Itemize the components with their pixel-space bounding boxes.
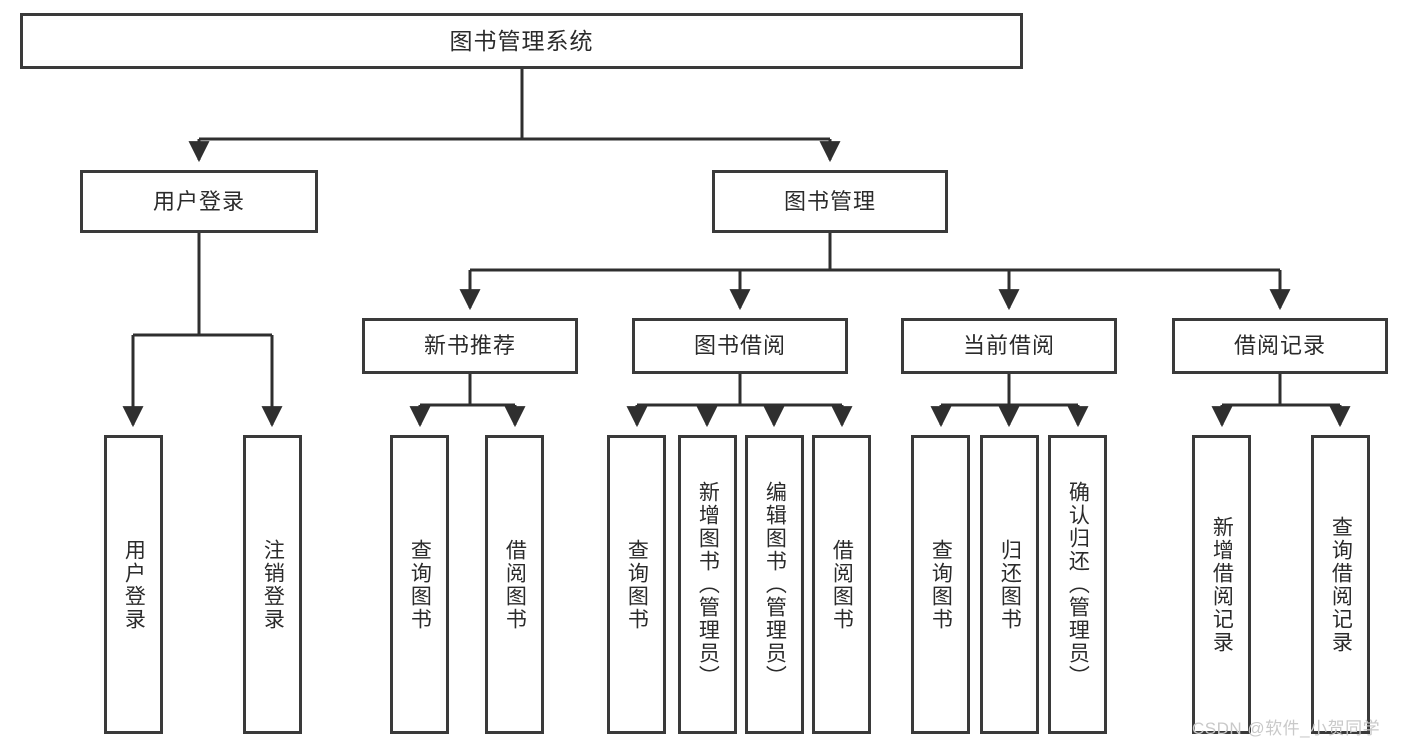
node-label: 查询图书 — [408, 538, 432, 631]
leaf-query-book-borrow[interactable]: 查询图书 — [607, 435, 666, 734]
watermark: CSDN @软件_小贺同学 — [1192, 719, 1381, 738]
node-label: 注销登录 — [261, 538, 285, 631]
node-label: 借阅图书 — [830, 538, 854, 631]
node-label: 新增图书（管理员） — [696, 481, 720, 688]
node-label: 查询图书 — [929, 538, 953, 631]
leaf-add-book-admin[interactable]: 新增图书（管理员） — [678, 435, 737, 734]
node-label: 编辑图书（管理员） — [763, 481, 787, 688]
node-label: 用户登录 — [152, 188, 245, 214]
node-label: 图书借阅 — [693, 333, 786, 359]
node-label: 借阅图书 — [503, 538, 527, 631]
node-label: 图书管理 — [783, 188, 876, 214]
node-label: 新书推荐 — [423, 333, 516, 359]
leaf-query-book-recommend[interactable]: 查询图书 — [390, 435, 449, 734]
leaf-query-borrow-record[interactable]: 查询借阅记录 — [1311, 435, 1370, 734]
node-book-management[interactable]: 图书管理 — [712, 170, 948, 233]
node-label: 查询借阅记录 — [1329, 515, 1353, 654]
leaf-edit-book-admin[interactable]: 编辑图书（管理员） — [745, 435, 804, 734]
node-book-borrow[interactable]: 图书借阅 — [632, 318, 848, 374]
node-label: 图书管理系统 — [449, 27, 594, 54]
node-user-login[interactable]: 用户登录 — [80, 170, 318, 233]
node-label: 确认归还（管理员） — [1066, 481, 1090, 688]
node-label: 归还图书 — [998, 538, 1022, 631]
node-new-book-recommend[interactable]: 新书推荐 — [362, 318, 578, 374]
node-label: 当前借阅 — [962, 333, 1055, 359]
leaf-query-book-current[interactable]: 查询图书 — [911, 435, 970, 734]
leaf-confirm-return-admin[interactable]: 确认归还（管理员） — [1048, 435, 1107, 734]
node-current-borrow[interactable]: 当前借阅 — [901, 318, 1117, 374]
leaf-return-book[interactable]: 归还图书 — [980, 435, 1039, 734]
node-label: 借阅记录 — [1233, 333, 1326, 359]
leaf-borrow-book-recommend[interactable]: 借阅图书 — [485, 435, 544, 734]
node-label: 查询图书 — [625, 538, 649, 631]
leaf-borrow-book[interactable]: 借阅图书 — [812, 435, 871, 734]
node-label: 用户登录 — [122, 538, 146, 631]
leaf-user-login[interactable]: 用户登录 — [104, 435, 163, 734]
node-borrow-records[interactable]: 借阅记录 — [1172, 318, 1388, 374]
node-root-system[interactable]: 图书管理系统 — [20, 13, 1023, 69]
node-label: 新增借阅记录 — [1210, 515, 1234, 654]
leaf-logout[interactable]: 注销登录 — [243, 435, 302, 734]
leaf-add-borrow-record[interactable]: 新增借阅记录 — [1192, 435, 1251, 734]
